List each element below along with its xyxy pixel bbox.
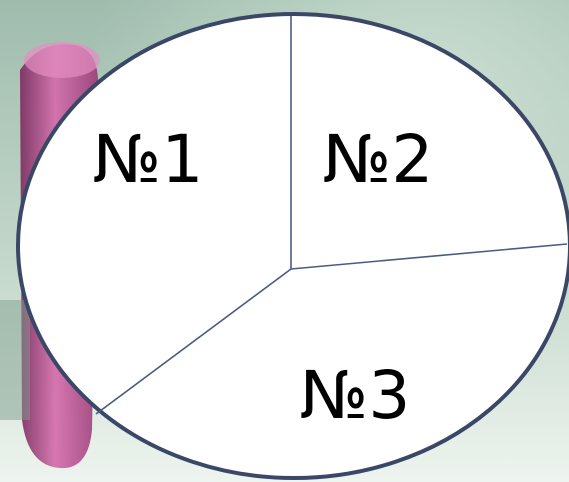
divider-line-3-1 <box>95 268 292 415</box>
diagram-ellipse <box>16 12 569 480</box>
divider-line-2-3 <box>290 243 568 270</box>
sector-diagram: №1 №2 №3 <box>16 12 569 480</box>
sector-3-label: №3 <box>300 357 411 434</box>
sector-2-label: №2 <box>323 121 434 198</box>
sector-1-label: №1 <box>93 121 204 198</box>
